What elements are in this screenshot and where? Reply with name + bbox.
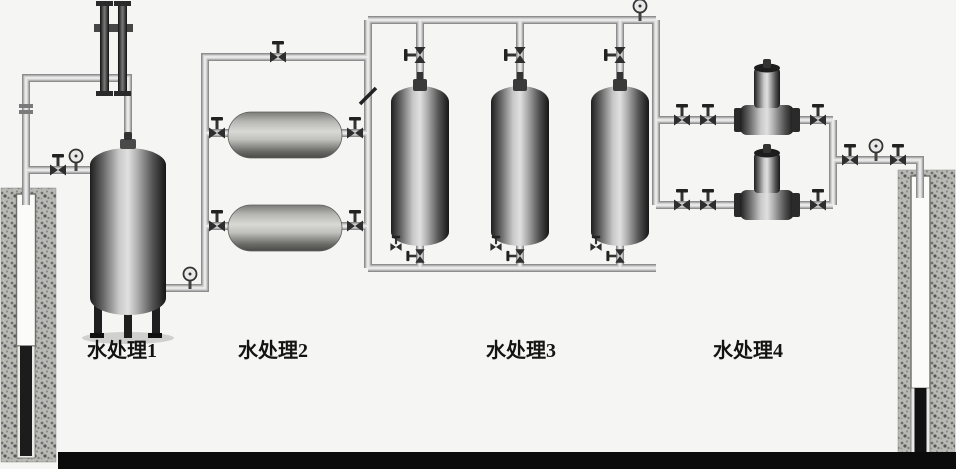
well-drop-pipe xyxy=(914,388,927,458)
right-well xyxy=(897,169,956,461)
well-casing xyxy=(910,175,931,392)
tank-top-flange xyxy=(120,139,136,149)
pipe-flange xyxy=(19,104,33,108)
well-drop-pipe xyxy=(20,346,32,456)
label-stage3: 水处理3 xyxy=(486,338,556,362)
tank-leg xyxy=(94,303,102,335)
column-top-cap xyxy=(413,79,427,91)
column-top-cap xyxy=(613,79,627,91)
pipe-network xyxy=(19,20,920,288)
tank-leg xyxy=(124,306,132,338)
left-well xyxy=(0,187,57,463)
column-top-cap xyxy=(513,79,527,91)
label-stage1: 水处理1 xyxy=(87,338,157,362)
stage-labels: 水处理1 水处理2 水处理3 水处理4 xyxy=(87,338,783,362)
stage3-column-1 xyxy=(391,72,449,246)
stage3-column-2 xyxy=(491,72,549,246)
stage3-column-3 xyxy=(591,72,649,246)
stage2-tank-upper xyxy=(227,111,343,159)
label-stage4: 水处理4 xyxy=(713,338,783,362)
inlet-filter-frame xyxy=(94,1,133,96)
stage2-tank-lower xyxy=(227,204,343,252)
ground-line xyxy=(58,452,956,469)
pipe-flange xyxy=(19,110,33,114)
label-stage2: 水处理2 xyxy=(238,338,308,362)
stage1-tank xyxy=(82,132,174,344)
check-valve-icon xyxy=(358,86,378,106)
tank-leg xyxy=(152,303,160,335)
well-casing xyxy=(15,193,37,347)
